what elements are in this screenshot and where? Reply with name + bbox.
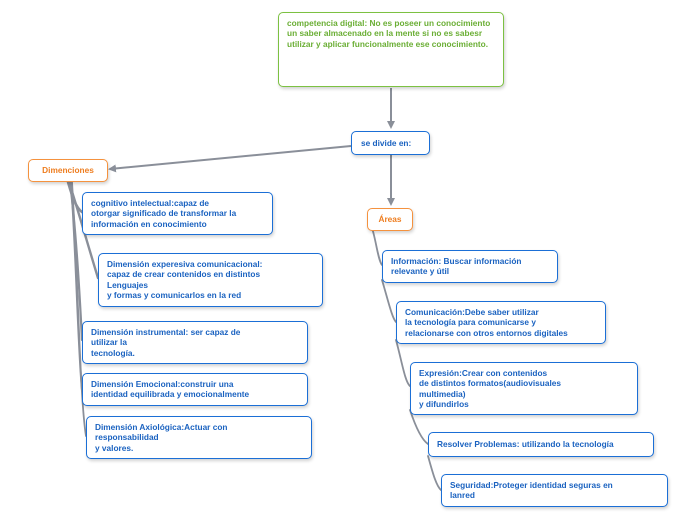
dimension-axiologica-node[interactable]: Dimensión Axiológica:Actuar con responsa… xyxy=(86,416,312,459)
branch-area-3 xyxy=(395,339,411,387)
branch-area-1 xyxy=(371,227,383,266)
area-expresion-node[interactable]: Expresión:Crear con contenidos de distin… xyxy=(410,362,638,415)
dimensiones-node[interactable]: Dimenciones xyxy=(28,159,108,182)
dimension-emocional-node[interactable]: Dimensión Emocional:construir una identi… xyxy=(82,373,308,406)
area-comunicacion-node[interactable]: Comunicación:Debe saber utilizar la tecn… xyxy=(396,301,606,344)
root-node[interactable]: competencia digital: No es poseer un con… xyxy=(278,12,504,87)
connector-hub-dimensiones xyxy=(108,145,352,173)
branch-area-2 xyxy=(381,279,397,323)
dimension-instrumental-node[interactable]: Dimensión instrumental: ser capaz de uti… xyxy=(82,321,308,364)
area-seguridad-node[interactable]: Seguridad:Proteger identidad seguras en … xyxy=(441,474,668,507)
area-informacion-node[interactable]: Información: Buscar información relevant… xyxy=(382,250,558,283)
branch-area-5 xyxy=(427,455,442,491)
dimension-expresiva-node[interactable]: Dimensión experesiva comunicacional: cap… xyxy=(98,253,323,307)
dimension-cognitiva-node[interactable]: cognitivo intelectual:capaz de otorgar s… xyxy=(82,192,273,235)
areas-node[interactable]: Áreas xyxy=(367,208,413,231)
branch-dim-5 xyxy=(71,181,87,437)
area-resolver-problemas-node[interactable]: Resolver Problemas: utilizando la tecnol… xyxy=(428,432,654,457)
hub-node[interactable]: se divide en: xyxy=(351,131,430,155)
branch-area-4 xyxy=(409,409,429,445)
